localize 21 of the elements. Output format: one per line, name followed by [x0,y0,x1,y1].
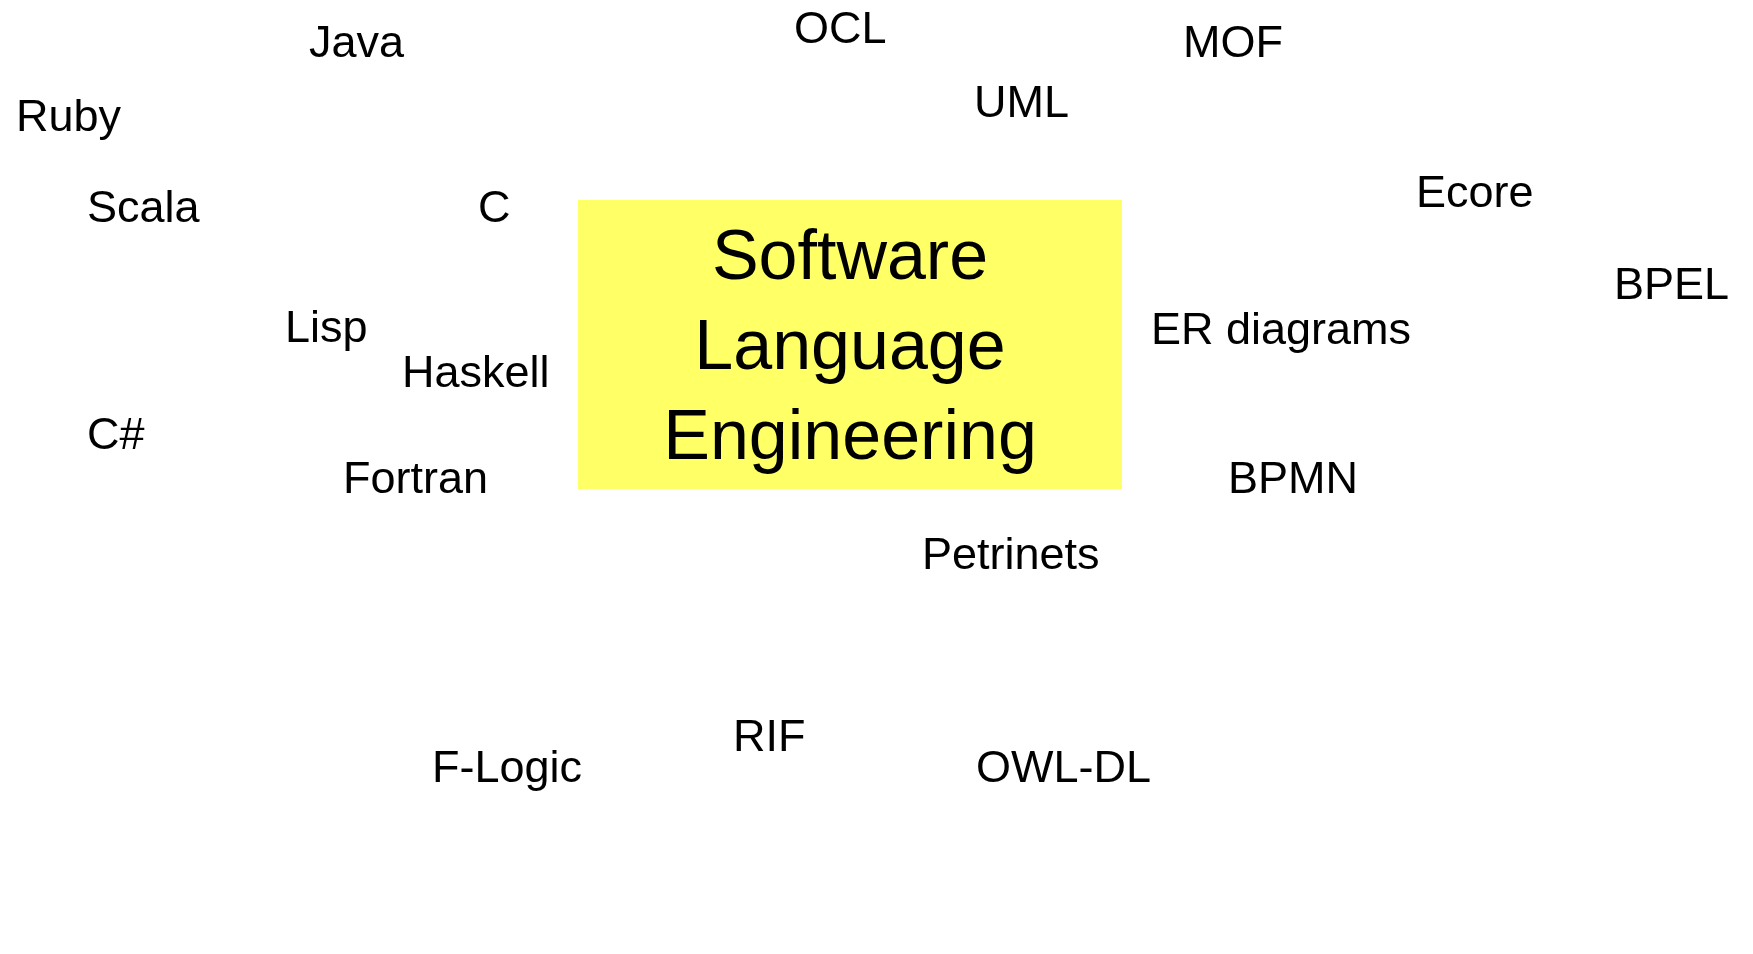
language-name: OWL-DL [976,741,1151,793]
language-name: C# [87,408,145,460]
language-name: BPEL [1614,258,1730,310]
language-name: ER diagrams [1151,303,1412,355]
language-name: Fortran [343,452,489,504]
language-name: F-Logic [432,741,583,793]
language-name: RIF [733,710,806,762]
language-name: Lisp [285,301,368,353]
box-title: Software Language Engineering [662,214,1038,476]
language-name: Java [309,16,405,68]
language-name: Haskell [402,346,550,398]
highlight-box [578,200,1122,489]
language-name: MOF [1183,16,1283,68]
language-name: Ruby [16,90,122,142]
language-name: OCL [794,2,887,54]
language-name: Ecore [1416,166,1534,218]
language-name: Scala [87,181,200,233]
language-name: C [478,181,511,233]
language-name: Petrinets [922,528,1100,580]
language-name: BPMN [1228,452,1358,504]
language-name: UML [974,76,1069,128]
